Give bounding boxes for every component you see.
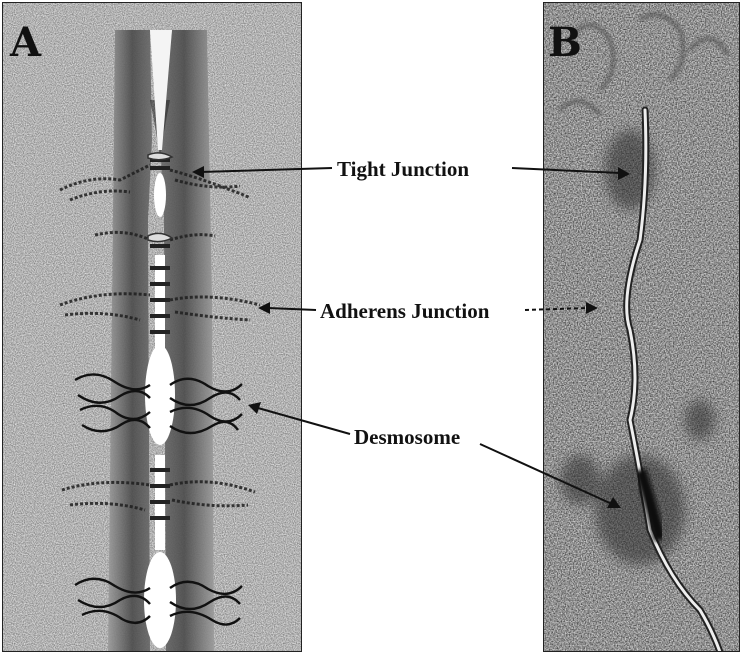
label-adherens-junction: Adherens Junction xyxy=(320,299,490,323)
panel-b-micrograph xyxy=(543,2,740,652)
label-desmosome: Desmosome xyxy=(354,425,460,449)
label-tight-junction: Tight Junction xyxy=(337,157,469,181)
panel-a-schematic xyxy=(2,2,302,652)
panel-a-letter: A xyxy=(9,19,42,66)
panel-b-letter: B xyxy=(548,19,582,66)
